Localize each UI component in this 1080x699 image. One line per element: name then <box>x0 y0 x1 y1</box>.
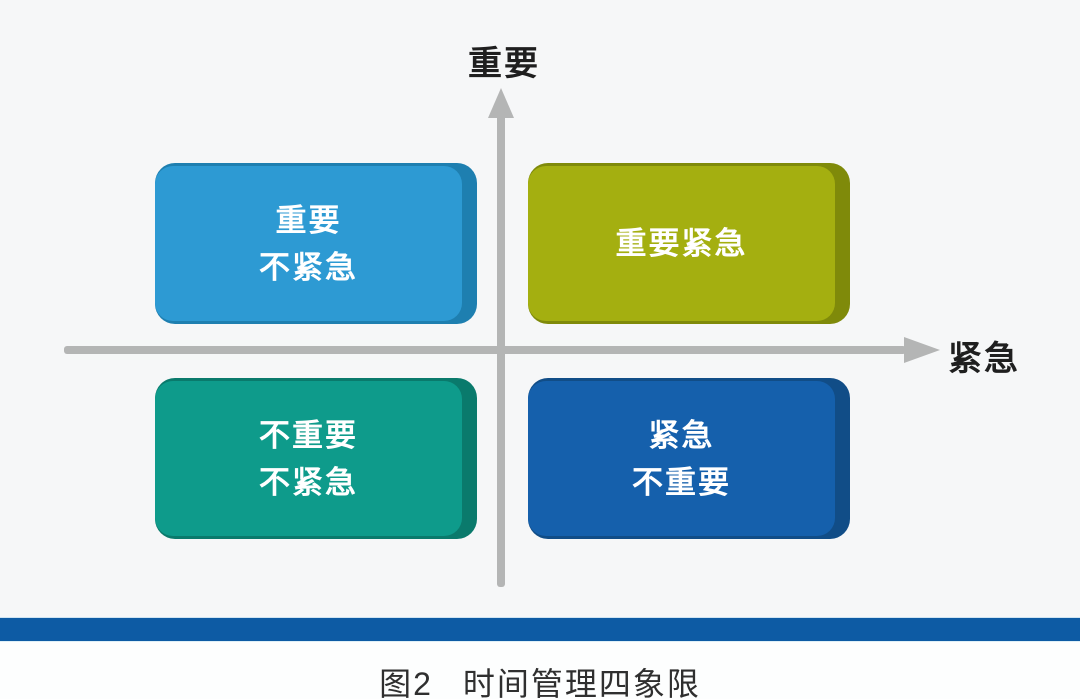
footer-background <box>0 640 1080 699</box>
quadrant-label-line: 重要紧急 <box>615 226 748 261</box>
quadrant-face: 不重要 不紧急 <box>155 381 462 536</box>
quadrant-face: 重要 不紧急 <box>155 166 462 321</box>
quadrant-not-important-not-urgent: 不重要 不紧急 <box>155 378 477 539</box>
quadrant-urgent-not-important: 紧急 不重要 <box>528 378 850 539</box>
figure-caption-label: 图2 <box>379 666 433 699</box>
quadrant-label-line: 不重要 <box>632 464 731 500</box>
footer-divider-bar <box>0 617 1080 642</box>
quadrant-label-line: 不重要 <box>259 417 358 453</box>
quadrant-label-line: 紧急 <box>648 417 715 453</box>
x-axis-arrowhead-icon <box>904 337 940 363</box>
quadrant-label-line: 不紧急 <box>259 249 358 285</box>
quadrant-important-urgent: 重要紧急 <box>528 163 850 324</box>
quadrant-label-line: 不紧急 <box>259 464 358 500</box>
x-axis-line <box>64 346 906 354</box>
quadrant-face: 重要紧急 <box>528 166 835 321</box>
x-axis-label: 紧急 <box>948 340 1020 378</box>
figure-caption: 图2 时间管理四象限 <box>0 659 1080 699</box>
quadrant-label-line: 重要 <box>275 202 342 238</box>
figure-caption-title: 时间管理四象限 <box>462 666 701 699</box>
quadrant-important-not-urgent: 重要 不紧急 <box>155 163 477 324</box>
quadrant-face: 紧急 不重要 <box>528 381 835 536</box>
y-axis-label: 重要 <box>468 45 540 83</box>
